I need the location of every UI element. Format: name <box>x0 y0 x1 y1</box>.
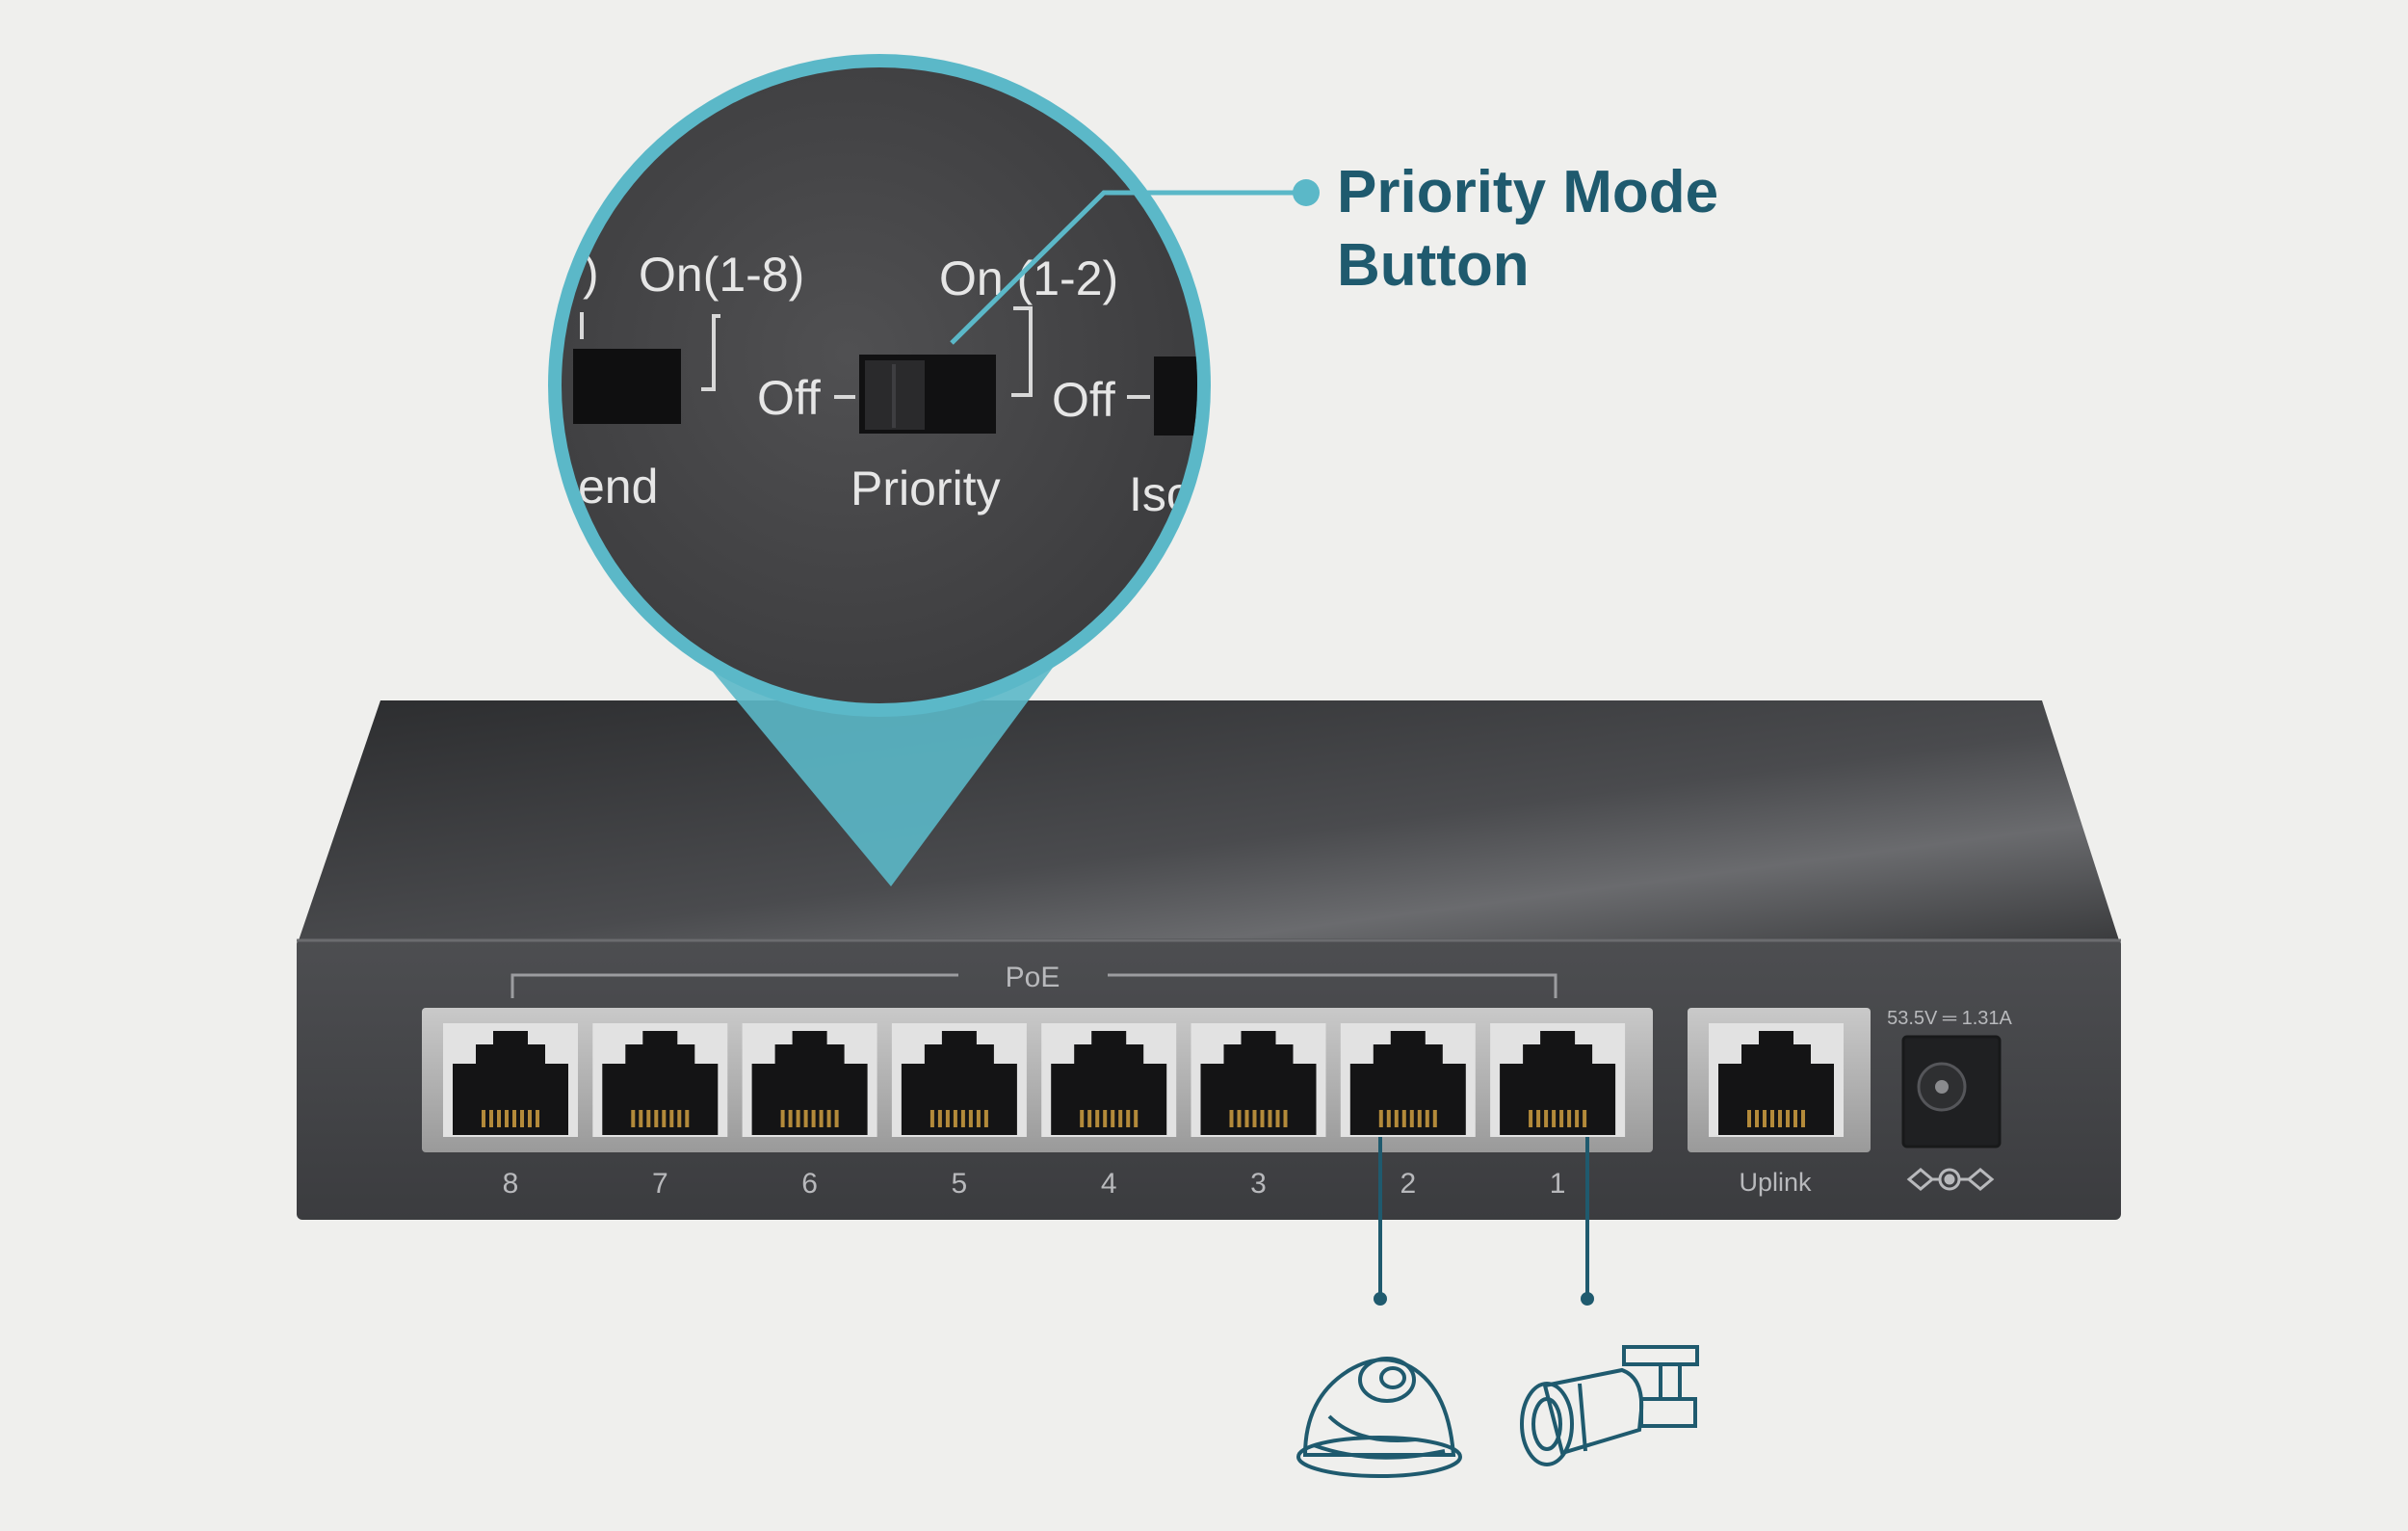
bullet-camera-icon <box>1520 1345 1699 1466</box>
priority-name-label: Priority <box>851 462 1001 515</box>
device-connector-lines <box>1378 1137 1589 1297</box>
rj45-port <box>592 1023 728 1137</box>
port-number-label: 7 <box>652 1168 668 1200</box>
port-number-label: 1 <box>1550 1168 1566 1200</box>
port-number-label: 8 <box>503 1168 519 1200</box>
polarity-symbol-icon <box>1906 1168 1995 1191</box>
uplink-label: Uplink <box>1739 1168 1812 1197</box>
rj45-port <box>1490 1023 1626 1137</box>
rj45-port <box>1041 1023 1177 1137</box>
port-number-label: 3 <box>1250 1168 1267 1200</box>
poe-switch: PoE 8 7 6 5 4 3 2 1 Uplink 53.5V ═ 1.31A <box>297 700 2121 1220</box>
rj45-port <box>1191 1023 1326 1137</box>
power-rating: 53.5V ═ 1.31A <box>1887 1008 2012 1029</box>
callout-title: Priority Mode Button <box>1337 156 1718 303</box>
poe-bracket <box>510 973 1557 998</box>
rj45-port <box>1340 1023 1476 1137</box>
poe-label: PoE <box>1006 962 1060 993</box>
connector-dot <box>1374 1292 1387 1306</box>
callout-title-line1: Priority Mode <box>1337 159 1719 225</box>
priority-off-label: Off <box>757 371 821 425</box>
rj45-port <box>443 1023 578 1137</box>
port-number-label: 6 <box>801 1168 818 1200</box>
switch-top-surface <box>299 700 2119 940</box>
port-number-labels: 8 7 6 5 4 3 2 1 <box>503 1168 1566 1200</box>
right-off-label: Off <box>1052 373 1115 427</box>
left-switch-top-label: On(1-8) <box>639 248 804 302</box>
port-number-label: 4 <box>1101 1168 1117 1200</box>
rj45-port <box>742 1023 877 1137</box>
port-number-label: 5 <box>952 1168 968 1200</box>
rj45-port <box>1709 1023 1844 1137</box>
left-switch-bottom-partial: end <box>578 460 658 514</box>
callout-dot <box>1293 179 1320 206</box>
dome-camera-icon <box>1296 1357 1462 1478</box>
rj45-ports <box>443 1023 1626 1137</box>
rj45-port <box>891 1023 1027 1137</box>
priority-top-label: On (1-2) <box>939 251 1118 305</box>
port-number-label: 2 <box>1400 1168 1416 1200</box>
zoom-callout: ) On(1-8) end On (1-2) Off Priority Off … <box>548 54 1211 886</box>
callout-title-line2: Button <box>1337 232 1530 299</box>
uplink-port <box>1709 1023 1844 1137</box>
zoomed-dip-switches: ) On(1-8) end On (1-2) Off Priority Off … <box>573 246 1197 521</box>
callout-leader <box>950 179 1320 345</box>
connector-dot <box>1581 1292 1594 1306</box>
